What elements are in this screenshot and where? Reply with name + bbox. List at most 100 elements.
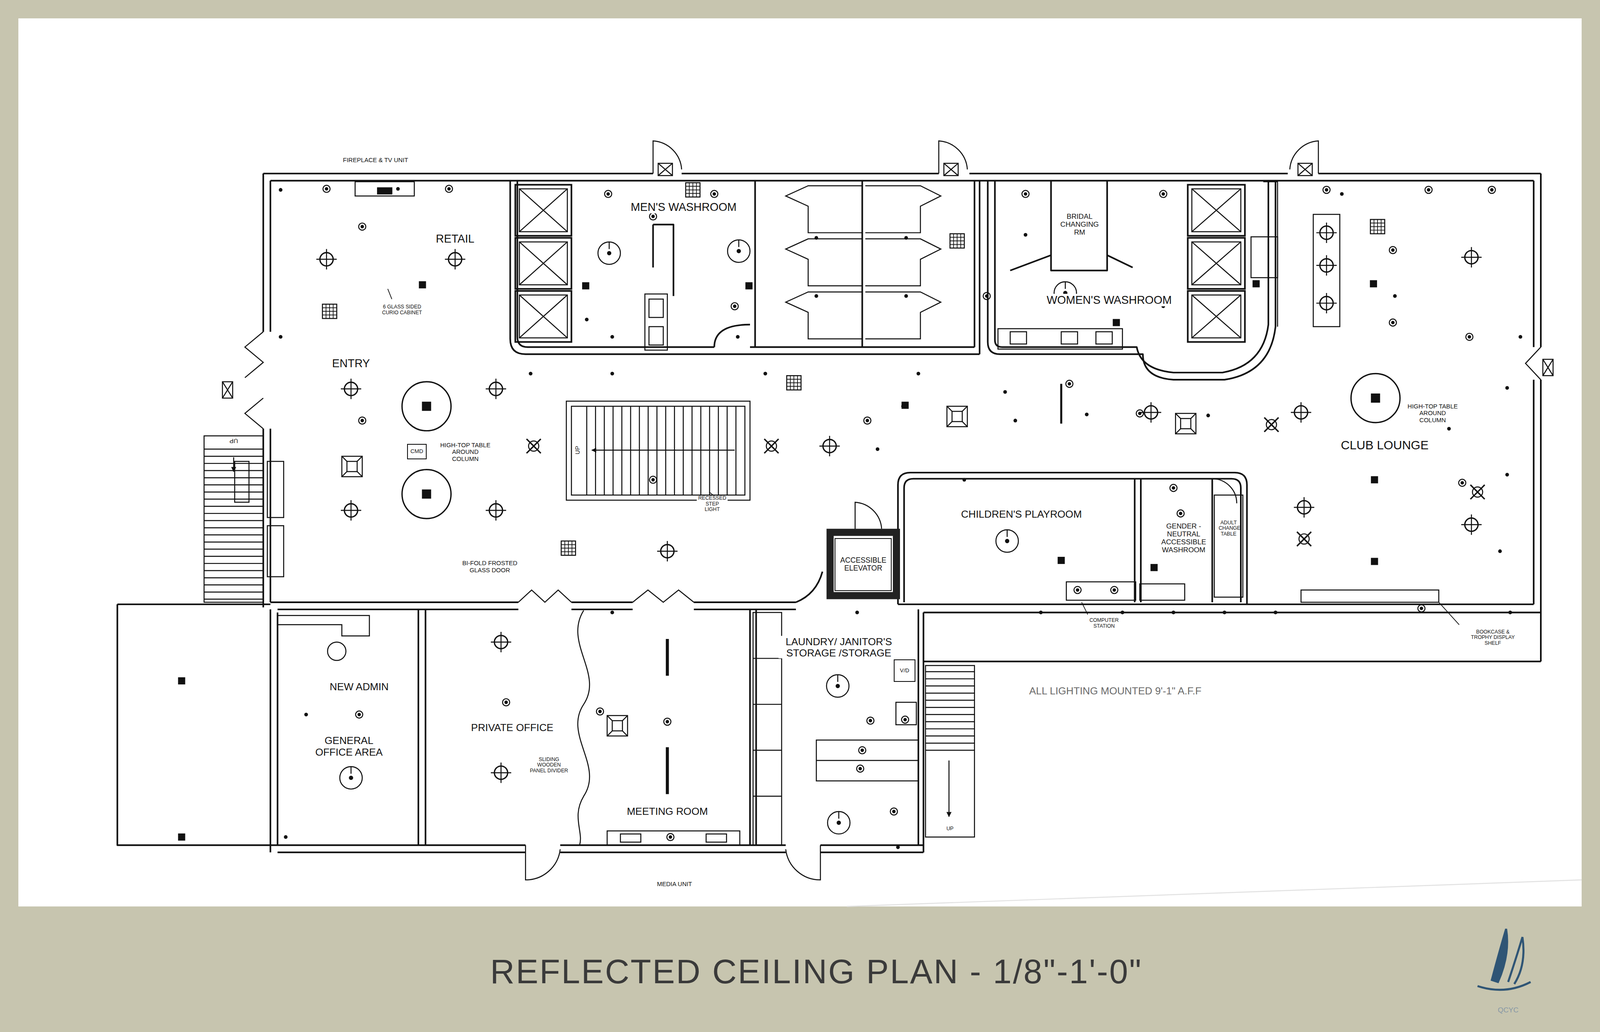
return-grille [341,456,363,477]
stair-tread [204,584,264,585]
recessed-light [596,707,604,715]
stair-tread [204,498,264,500]
wall [270,180,1534,182]
annotation: SLIDING WOODEN PANEL DIVIDER [527,756,571,774]
pin-light [1518,335,1523,339]
stair-tread [204,527,264,528]
stair-tread [925,735,975,737]
return-grille [1175,413,1196,434]
door-swing [245,331,264,378]
fixture [355,181,415,196]
downlight [1316,292,1337,314]
air-diffuser [561,540,576,555]
pendant-light [607,251,611,255]
fixture [607,830,740,845]
elevator-shaft [833,535,893,593]
window-marker [222,163,1553,398]
stair-tread [204,462,264,464]
recessed-light [1159,190,1167,198]
recessed-light [710,190,718,198]
pin-light [278,335,283,339]
pin-light [904,294,908,298]
room-name: NEW ADMIN [328,680,390,693]
recessed-light [649,475,657,483]
return-grille [341,456,363,477]
ceiling-fan [764,438,779,453]
recessed-light [505,700,508,704]
window-marker [1542,359,1553,376]
recessed-light [1076,588,1079,592]
fixture [327,641,346,660]
recessed-light [1425,186,1433,194]
stair-tread [726,406,728,495]
shower-box [519,241,568,285]
stair-tread [204,598,264,600]
room-name: MEN'S WASHROOM [629,200,738,214]
recessed-light [856,765,864,773]
ceiling-fan [1264,417,1279,432]
pin-light [610,610,615,615]
stair-tread [925,713,975,715]
stair-tread [204,548,264,550]
wall [263,172,1541,175]
recessed-light [651,215,655,218]
door-swing [525,845,560,880]
recessed-light [1112,588,1116,592]
air-diffuser [1370,219,1385,234]
shower-box [1191,188,1241,232]
wall [755,180,980,354]
recessed-light [1490,188,1493,192]
pendant-light [727,240,750,263]
door-swing [518,590,572,603]
air-diffuser [561,540,576,555]
pin-light [763,371,768,376]
shower-box [515,237,572,289]
downlight [1461,514,1482,535]
stair-tread [204,477,264,478]
wall [714,324,750,348]
recessed-light [1322,186,1330,194]
shower-box [1187,290,1245,342]
pin-light [1039,610,1043,615]
recessed-light [607,192,610,195]
air-diffuser [685,182,700,197]
downlight [1293,497,1315,518]
recessed-light [604,190,612,198]
return-grille [952,411,963,422]
annotation: UP [945,825,955,832]
air-diffuser [322,304,337,319]
ceiling-fan [526,438,541,453]
downlight [657,540,678,562]
downlight [490,762,512,783]
stair [566,400,750,500]
pin-light [396,187,400,191]
recessed-light [355,710,363,718]
pendant-light [827,811,850,834]
shower-box [515,290,572,342]
downlight [1140,402,1162,423]
air-diffuser [322,304,337,319]
elevator-shaft [826,528,900,600]
stair [204,435,264,603]
room-name: MEETING ROOM [625,805,709,817]
stair-tread [603,406,605,495]
stair-tread [925,706,975,708]
recessed-light [663,717,671,725]
toilet-stall [865,291,941,339]
stair-tread [204,520,264,521]
recessed-light [604,190,612,198]
air-diffuser [950,233,965,248]
wall [270,609,278,853]
stair-tread [682,406,684,495]
air-diffuser [322,304,337,319]
recessed-light [1460,481,1464,484]
recessed-light [1110,586,1118,594]
qcyc-logo [1477,928,1531,990]
air-diffuser [685,182,700,197]
fixture [649,299,664,318]
pendant-light [340,766,363,789]
recessed-light [710,190,718,198]
recessed-light [1389,246,1397,254]
recessed-light [890,807,898,815]
